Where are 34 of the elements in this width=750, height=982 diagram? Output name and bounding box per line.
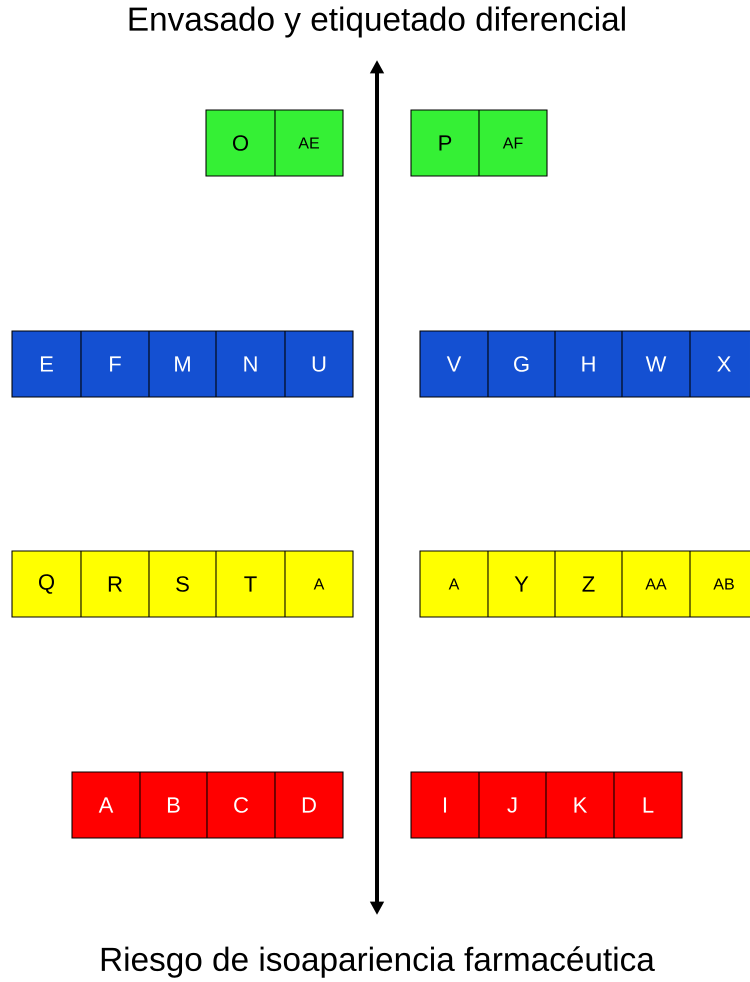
- letter-box: C: [206, 771, 276, 839]
- letter-box: AA: [621, 550, 691, 618]
- axis-label: Envasado y etiquetado diferencial: [130, 6, 625, 38]
- axis-label: Riesgo de isoapariencia farmacéutica: [102, 946, 655, 978]
- letter-box: F: [80, 330, 150, 398]
- letter-box: D: [274, 771, 344, 839]
- letter-box: S: [148, 550, 217, 618]
- letter-box: L: [613, 771, 683, 839]
- letter-box: A: [71, 771, 141, 839]
- letter-box: B: [139, 771, 208, 839]
- letter-box: J: [478, 771, 547, 839]
- letter-box: Z: [554, 550, 623, 618]
- letter-box: W: [621, 330, 691, 398]
- letter-box: T: [215, 550, 286, 618]
- letter-box: A: [419, 550, 489, 618]
- letter-box: R: [80, 550, 150, 618]
- letter-box: A: [284, 550, 354, 618]
- letter-box: V: [419, 330, 489, 398]
- letter-box: P: [410, 109, 480, 177]
- letter-box: H: [554, 330, 623, 398]
- letter-box: I: [410, 771, 480, 839]
- letter-box: AB: [689, 550, 750, 618]
- letter-box: M: [148, 330, 217, 398]
- letter-box: X: [689, 330, 750, 398]
- letter-box: AE: [274, 109, 344, 177]
- letter-box: Y: [487, 550, 556, 618]
- letter-box: N: [215, 330, 286, 398]
- letter-box: AF: [478, 109, 548, 177]
- letter-box: Q: [11, 550, 82, 618]
- letter-box: O: [205, 109, 276, 177]
- letter-box: E: [11, 330, 82, 398]
- letter-box: U: [284, 330, 354, 398]
- letter-box: K: [545, 771, 615, 839]
- letter-box: G: [487, 330, 556, 398]
